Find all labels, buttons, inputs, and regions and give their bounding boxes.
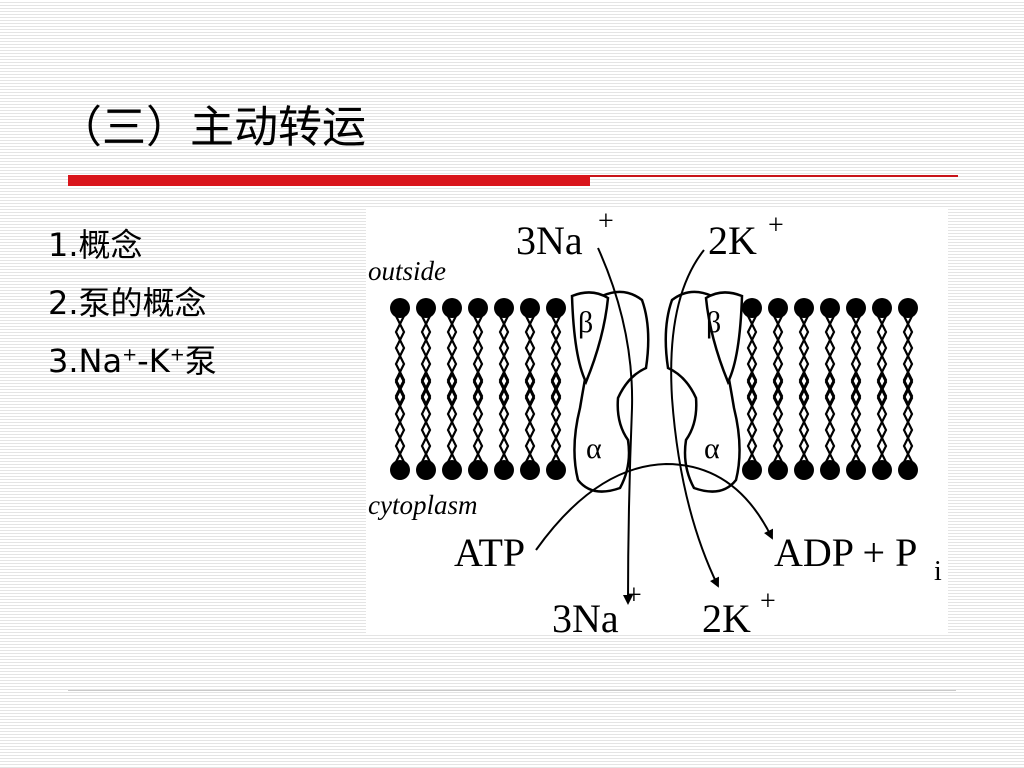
- top-na-plus: +: [598, 208, 614, 237]
- adp-label: ADP + P: [774, 530, 917, 575]
- outside-label: outside: [368, 256, 446, 286]
- k-arrow: [670, 249, 719, 588]
- alpha-label-left: α: [586, 432, 602, 465]
- outline-list: 1.概念 2.泵的概念 3.Na+-K+泵: [48, 216, 217, 390]
- footer-divider: [68, 690, 956, 691]
- na-arrow: [597, 247, 634, 605]
- slide-title: （三）主动转运: [58, 102, 366, 153]
- beta-label-right: β: [706, 306, 721, 339]
- bottom-na-label: 3Na: [552, 596, 619, 634]
- list-item: 3.Na+-K+泵: [48, 342, 217, 380]
- membrane-right: [740, 296, 920, 482]
- pump-diagram-svg: β β α α outside cytoplasm 3Na + 2K + ATP…: [368, 208, 942, 634]
- membrane-left: [388, 296, 568, 482]
- bottom-k-plus: +: [760, 586, 776, 617]
- adp-subscript: i: [934, 556, 942, 587]
- beta-label-left: β: [578, 306, 593, 339]
- top-k-label: 2K: [708, 218, 757, 263]
- atp-arrow: [535, 462, 773, 551]
- cytoplasm-label: cytoplasm: [368, 490, 477, 520]
- title-underline-red: [68, 175, 590, 186]
- beta-subunit-left: [570, 291, 610, 386]
- top-na-label: 3Na: [516, 218, 583, 263]
- list-item: 2.泵的概念: [48, 284, 207, 322]
- bottom-k-label: 2K: [702, 596, 751, 634]
- top-k-plus: +: [768, 210, 784, 241]
- na-k-pump-diagram: β β α α outside cytoplasm 3Na + 2K + ATP…: [366, 208, 948, 634]
- list-item: 1.概念: [48, 226, 143, 264]
- atp-label: ATP: [454, 530, 525, 575]
- beta-subunit-right: [704, 291, 744, 386]
- bottom-na-plus: +: [626, 580, 642, 611]
- title-underline-thin: [590, 175, 958, 177]
- alpha-label-right: α: [704, 432, 720, 465]
